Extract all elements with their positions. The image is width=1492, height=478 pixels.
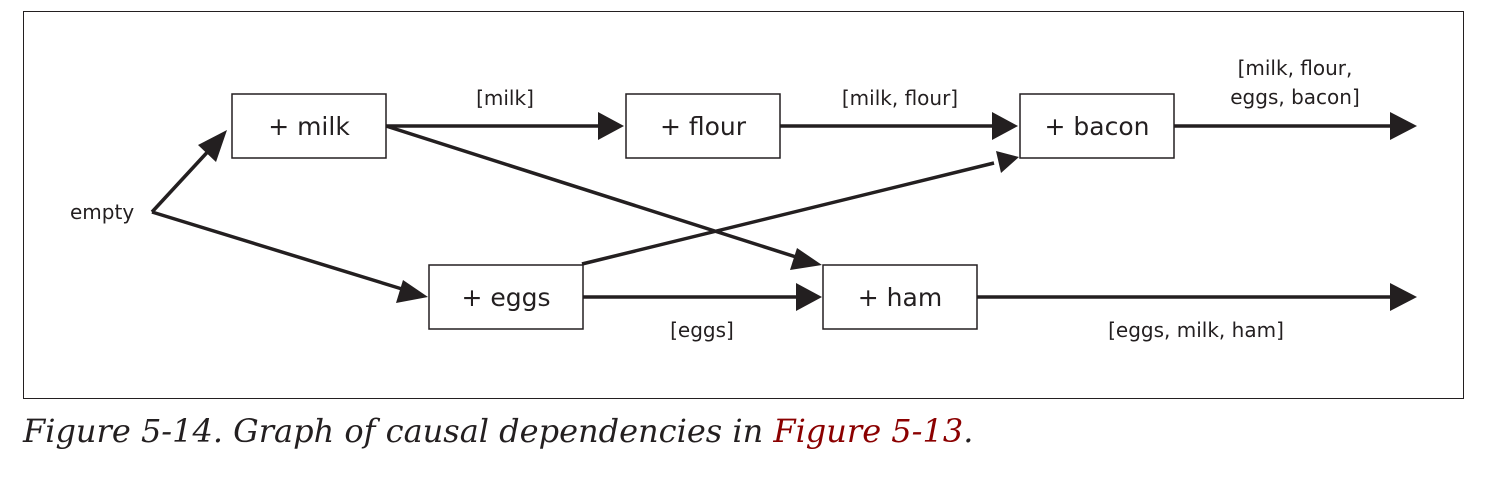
- caption-text: Figure 5-14. Graph of causal dependencie…: [23, 412, 774, 450]
- figure-reference-link[interactable]: Figure 5-13: [773, 412, 964, 450]
- arrowhead-eggs-to-bacon: [996, 151, 1019, 173]
- arrowhead-eggs-to-ham: [796, 283, 822, 311]
- arrowhead-empty-to-milk: [198, 130, 227, 162]
- edge-label-milk-to-flour: [milk]: [476, 86, 534, 110]
- edge-label-ham-out: [eggs, milk, ham]: [1108, 318, 1284, 342]
- node-ham: + ham: [822, 264, 978, 330]
- edge-empty-to-eggs: [151, 210, 403, 291]
- causal-dependency-graph: + milk + flour + bacon + eggs + ham empt…: [70, 56, 1417, 342]
- edge-label-flour-to-bacon: [milk, flour]: [842, 86, 958, 110]
- arrowhead-flour-to-bacon: [992, 112, 1018, 140]
- figure-frame: [23, 11, 1464, 399]
- node-bacon-box: [1019, 93, 1175, 159]
- node-flour: + flour: [625, 93, 781, 159]
- edge-empty-to-milk: [150, 144, 215, 214]
- arrowhead-empty-to-eggs: [396, 280, 428, 303]
- node-milk: + milk: [231, 93, 387, 159]
- edges: [150, 112, 1417, 311]
- node-flour-label: + flour: [660, 112, 747, 141]
- node-bacon: + bacon: [1019, 93, 1175, 159]
- arrowhead-milk-to-flour: [598, 112, 624, 140]
- arrowhead-ham-out: [1390, 283, 1417, 311]
- node-flour-box: [625, 93, 781, 159]
- node-bacon-label: + bacon: [1045, 112, 1150, 141]
- node-ham-label: + ham: [858, 283, 942, 312]
- figure-caption: Figure 5-14. Graph of causal dependencie…: [23, 412, 973, 450]
- edge-milk-to-ham: [385, 124, 797, 259]
- edge-label-bacon-out-line1: [milk, flour,: [1238, 56, 1353, 80]
- node-eggs-box: [428, 264, 584, 330]
- node-milk-label: + milk: [268, 112, 350, 141]
- caption-end: .: [963, 412, 974, 450]
- node-ham-box: [822, 264, 978, 330]
- edge-eggs-to-bacon: [581, 161, 995, 266]
- arrowhead-milk-to-ham: [790, 248, 822, 270]
- node-milk-box: [231, 93, 387, 159]
- arrowhead-bacon-out: [1390, 112, 1417, 140]
- edge-label-eggs-to-ham: [eggs]: [670, 318, 734, 342]
- edge-label-bacon-out-line2: eggs, bacon]: [1230, 85, 1360, 109]
- start-label: empty: [70, 200, 134, 224]
- node-eggs: + eggs: [428, 264, 584, 330]
- node-eggs-label: + eggs: [461, 283, 550, 312]
